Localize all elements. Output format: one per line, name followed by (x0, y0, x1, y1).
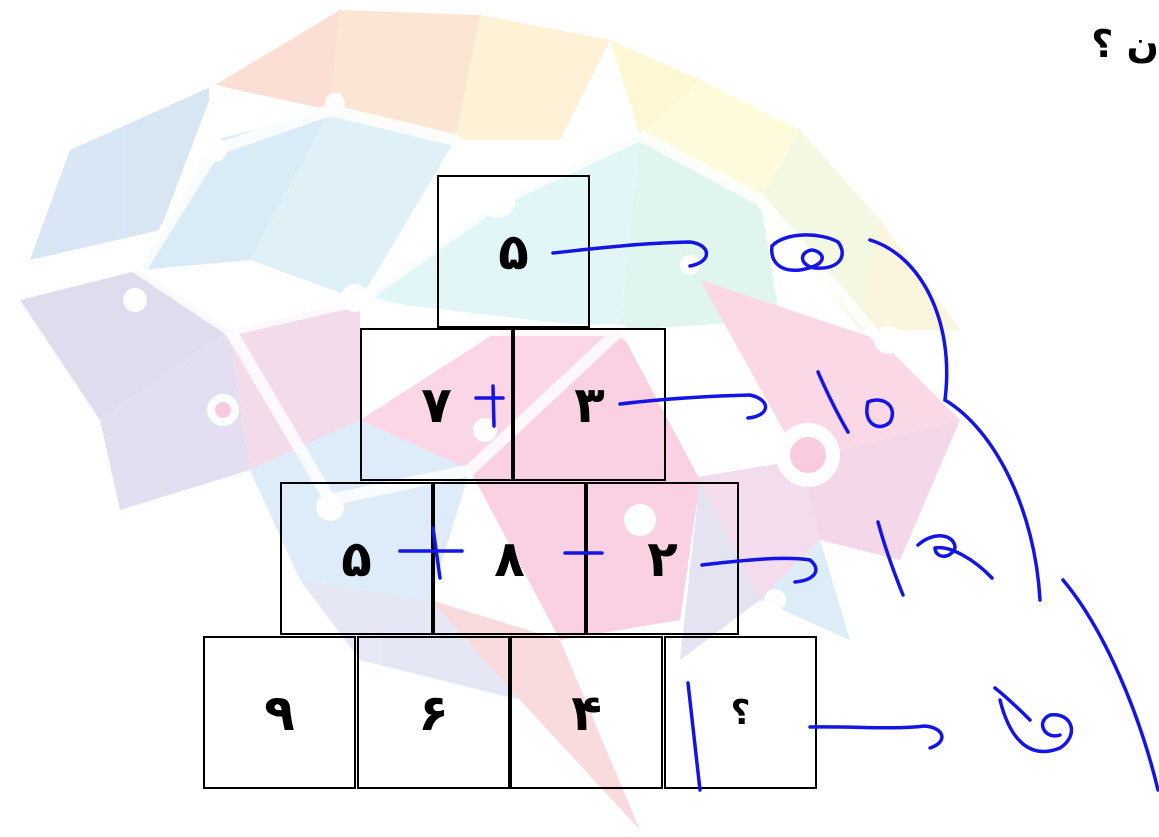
pyramid-cell: ۶ (357, 636, 510, 789)
pyramid-cell: ۴ (510, 636, 663, 789)
question-mark: ؟ (730, 692, 751, 733)
cell-number: ۶ (418, 683, 449, 742)
cell-number: ۸ (494, 529, 525, 588)
pyramid-cell: ۵ (280, 482, 433, 635)
cell-number: ۳ (574, 375, 605, 434)
pyramid-cell: ۸ (433, 482, 586, 635)
pyramid-cell: ۲ (586, 482, 739, 635)
pyramid-cell: ۷ (360, 328, 513, 481)
cell-number: ۷ (421, 375, 452, 434)
unknown-cell: ؟ (664, 636, 817, 789)
pyramid-cell: ۹ (203, 636, 356, 789)
question-text: ن ؟ (1091, 22, 1159, 66)
pyramid-cell: ۳ (513, 328, 666, 481)
cell-number: ۹ (264, 683, 295, 742)
pyramid-cell: ۵ (437, 175, 590, 328)
cell-number: ۵ (498, 222, 529, 281)
cell-number: ۴ (571, 683, 602, 742)
cell-number: ۲ (647, 529, 678, 588)
cell-number: ۵ (341, 529, 372, 588)
